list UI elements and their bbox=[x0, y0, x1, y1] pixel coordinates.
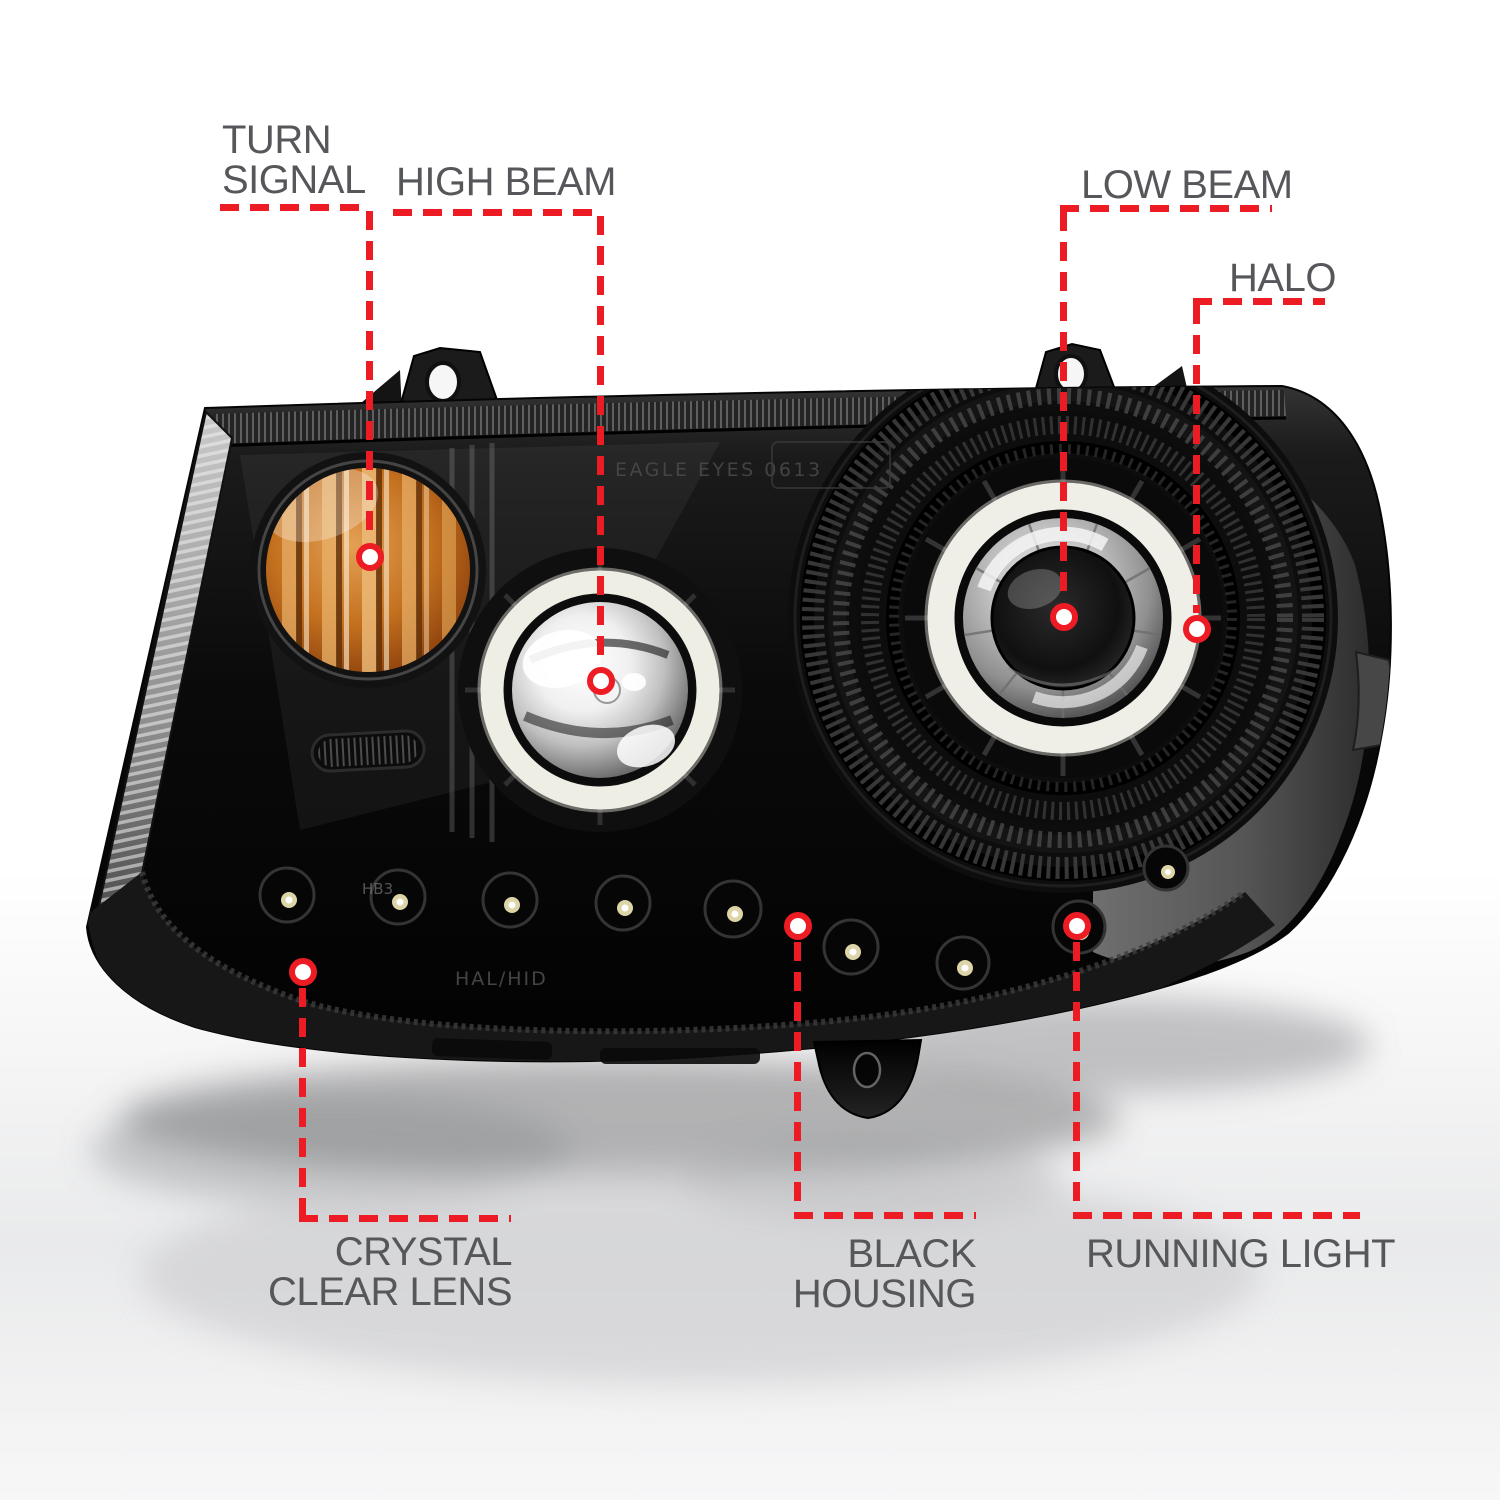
callout-dot-running-light bbox=[1063, 912, 1091, 940]
callout-label-running-light: RUNNING LIGHT bbox=[1086, 1232, 1396, 1276]
callout-line-h bbox=[1193, 298, 1325, 305]
bottom-mounting-tab bbox=[431, 1038, 923, 1120]
callout-dot-high-beam bbox=[587, 667, 615, 695]
callout-line-v bbox=[794, 942, 801, 1213]
callout-label-black-housing: BLACK HOUSING bbox=[726, 1232, 977, 1316]
engraving-top: EAGLE EYES 0613 bbox=[615, 459, 823, 481]
callout-line-v bbox=[597, 216, 604, 665]
callout-label-line: TURN bbox=[222, 118, 332, 162]
callout-label-line: CRYSTAL bbox=[334, 1230, 513, 1274]
led-hole bbox=[258, 866, 316, 924]
callout-dot-turn-signal bbox=[356, 543, 384, 571]
callout-line-v bbox=[1073, 942, 1080, 1213]
callout-line-h bbox=[220, 204, 370, 211]
led-hole bbox=[594, 874, 652, 932]
callout-label-line: LOW BEAM bbox=[1081, 163, 1293, 207]
led-hole bbox=[1142, 844, 1190, 892]
callout-dot-crystal-clear-lens bbox=[289, 958, 317, 986]
callout-dot-low-beam bbox=[1050, 603, 1078, 631]
callout-line-h bbox=[393, 209, 603, 216]
tab-hole bbox=[852, 1051, 882, 1089]
callout-line-v bbox=[299, 988, 306, 1218]
callout-label-line: BLACK bbox=[847, 1232, 976, 1276]
callout-label-line: SIGNAL bbox=[222, 158, 366, 202]
callout-line-h bbox=[1073, 1212, 1360, 1219]
callout-label-turn-signal: TURN SIGNAL bbox=[222, 120, 366, 200]
led-hole bbox=[822, 918, 880, 976]
callout-line-h bbox=[1060, 205, 1272, 212]
callout-line-h bbox=[299, 1215, 511, 1222]
callout-label-line: HOUSING bbox=[792, 1272, 977, 1316]
callout-line-v bbox=[366, 211, 373, 541]
callout-label-line: HIGH BEAM bbox=[396, 160, 616, 204]
callout-label-line: CLEAR LENS bbox=[268, 1270, 512, 1314]
engraving-bulb: HB3 bbox=[362, 880, 393, 898]
led-hole bbox=[369, 868, 427, 926]
engraving-lens: HAL/HID bbox=[455, 968, 548, 990]
callout-label-halo: HALO bbox=[1229, 258, 1336, 298]
callout-label-crystal-clear-lens: CRYSTAL CLEAR LENS bbox=[262, 1232, 512, 1312]
callout-dot-halo bbox=[1183, 615, 1211, 643]
engraved-markings: EAGLE EYES 0613 HB3 HAL/HID bbox=[362, 441, 891, 990]
led-hole bbox=[703, 879, 763, 939]
led-hole bbox=[481, 871, 539, 929]
callout-line-v bbox=[1060, 212, 1067, 601]
callout-label-low-beam: LOW BEAM bbox=[1081, 165, 1293, 205]
callout-label-high-beam: HIGH BEAM bbox=[396, 162, 616, 202]
callout-line-h bbox=[794, 1212, 976, 1219]
callout-label-line: HALO bbox=[1229, 256, 1336, 300]
vent-pill bbox=[310, 729, 426, 773]
callout-label-line: RUNNING LIGHT bbox=[1086, 1232, 1396, 1276]
callout-line-v bbox=[1193, 305, 1200, 613]
led-hole bbox=[935, 935, 991, 991]
ribbed-bezel-rings bbox=[800, 386, 1326, 881]
callout-dot-black-housing bbox=[784, 912, 812, 940]
